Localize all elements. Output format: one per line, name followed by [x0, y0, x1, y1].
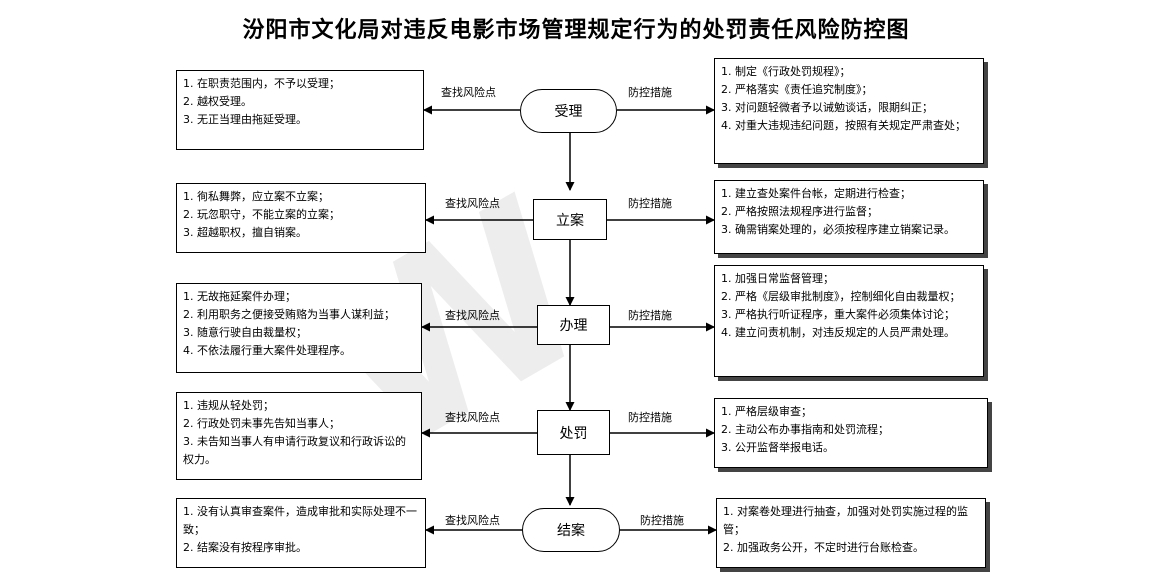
risk-label-3: 查找风险点	[445, 309, 500, 322]
risk-item: 2. 利用职务之便接受贿赂为当事人谋利益；	[183, 308, 395, 321]
measure-label-2: 防控措施	[628, 197, 672, 210]
measure-item: 3. 确需销案处理的，必须按程序建立销案记录。	[721, 223, 955, 236]
stage-node-close: 结案	[522, 508, 620, 552]
risk-box-1: 1. 在职责范围内，不予以受理； 2. 越权受理。 3. 无正当理由拖延受理。	[176, 70, 424, 150]
measure-item: 1. 严格层级审查；	[721, 405, 812, 418]
measure-label-5: 防控措施	[640, 514, 684, 527]
measure-box-2: 1. 建立查处案件台帐，定期进行检查； 2. 严格按照法规程序进行监督； 3. …	[714, 180, 984, 254]
risk-box-3: 1. 无故拖延案件办理； 2. 利用职务之便接受贿赂为当事人谋利益； 3. 随意…	[176, 283, 422, 373]
measure-label-1: 防控措施	[628, 86, 672, 99]
measure-box-3: 1. 加强日常监督管理； 2. 严格《层级审批制度》，控制细化自由裁量权； 3.…	[714, 265, 984, 377]
risk-label-4: 查找风险点	[445, 411, 500, 424]
risk-item: 3. 无正当理由拖延受理。	[183, 113, 307, 126]
measure-item: 4. 建立问责机制，对违反规定的人员严肃处理。	[721, 326, 955, 339]
risk-item: 3. 随意行驶自由裁量权；	[183, 326, 307, 339]
risk-item: 1. 在职责范围内，不予以受理；	[183, 77, 340, 90]
risk-item: 3. 超越职权，擅自销案。	[183, 226, 307, 239]
measure-box-5: 1. 对案卷处理进行抽查，加强对处罚实施过程的监管； 2. 加强政务公开，不定时…	[716, 498, 986, 568]
risk-item: 2. 行政处罚未事先告知当事人；	[183, 417, 340, 430]
measure-item: 2. 严格落实《责任追究制度》；	[721, 83, 873, 96]
risk-item: 4. 不依法履行重大案件处理程序。	[183, 344, 351, 357]
risk-label-1: 查找风险点	[441, 86, 496, 99]
measure-box-4: 1. 严格层级审查； 2. 主动公布办事指南和处罚流程； 3. 公开监督举报电话…	[714, 398, 988, 468]
measure-item: 1. 建立查处案件台帐，定期进行检查；	[721, 187, 911, 200]
page-title: 汾阳市文化局对违反电影市场管理规定行为的处罚责任风险防控图	[242, 17, 910, 43]
measure-label-3: 防控措施	[628, 309, 672, 322]
stage-node-accept: 受理	[520, 89, 617, 133]
measure-item: 2. 严格《层级审批制度》，控制细化自由裁量权；	[721, 290, 961, 303]
risk-label-2: 查找风险点	[445, 197, 500, 210]
risk-box-4: 1. 违规从轻处罚； 2. 行政处罚未事先告知当事人； 3. 未告知当事人有申请…	[176, 392, 422, 480]
measure-item: 3. 严格执行听证程序，重大案件必须集体讨论；	[721, 308, 955, 321]
risk-item: 3. 未告知当事人有申请行政复议和行政诉讼的权力。	[183, 435, 406, 466]
measure-item: 2. 加强政务公开，不定时进行台账检查。	[723, 541, 924, 554]
measure-item: 1. 加强日常监督管理；	[721, 272, 834, 285]
measure-item: 2. 主动公布办事指南和处罚流程；	[721, 423, 889, 436]
measure-item: 4. 对重大违规违纪问题，按照有关规定严肃查处；	[721, 119, 966, 132]
risk-box-5: 1. 没有认真审查案件，造成审批和实际处理不一致； 2. 结案没有按程序审批。	[176, 498, 426, 568]
measure-label-4: 防控措施	[628, 411, 672, 424]
risk-item: 1. 无故拖延案件办理；	[183, 290, 296, 303]
stage-node-register: 立案	[533, 199, 607, 240]
risk-item: 1. 徇私舞弊，应立案不立案；	[183, 190, 329, 203]
risk-item: 1. 违规从轻处罚；	[183, 399, 274, 412]
risk-label-5: 查找风险点	[445, 514, 500, 527]
measure-item: 3. 对问题轻微者予以诫勉谈话，限期纠正；	[721, 101, 933, 114]
stage-node-handle: 办理	[537, 305, 610, 345]
risk-item: 2. 玩忽职守，不能立案的立案；	[183, 208, 340, 221]
stage-node-penalty: 处罚	[537, 410, 610, 455]
risk-item: 2. 越权受理。	[183, 95, 252, 108]
risk-box-2: 1. 徇私舞弊，应立案不立案； 2. 玩忽职守，不能立案的立案； 3. 超越职权…	[176, 183, 426, 253]
measure-item: 3. 公开监督举报电话。	[721, 441, 834, 454]
risk-item: 1. 没有认真审查案件，造成审批和实际处理不一致；	[183, 505, 417, 536]
measure-item: 2. 严格按照法规程序进行监督；	[721, 205, 878, 218]
risk-item: 2. 结案没有按程序审批。	[183, 541, 307, 554]
measure-item: 1. 对案卷处理进行抽查，加强对处罚实施过程的监管；	[723, 505, 968, 536]
measure-box-1: 1. 制定《行政处罚规程》； 2. 严格落实《责任追究制度》； 3. 对问题轻微…	[714, 58, 984, 164]
measure-item: 1. 制定《行政处罚规程》；	[721, 65, 851, 78]
